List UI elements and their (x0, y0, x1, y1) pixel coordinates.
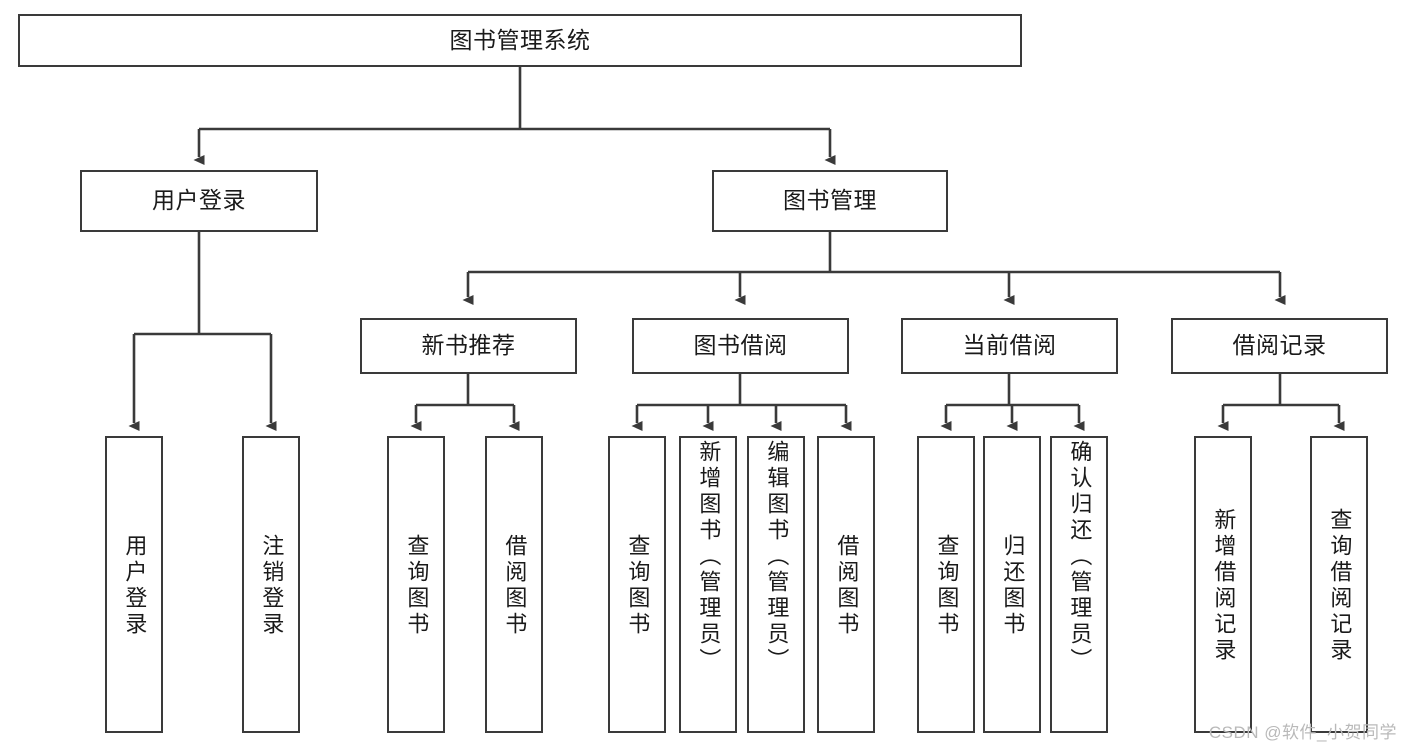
leaf-label: 归还图书 (1000, 533, 1026, 638)
leaf-logout-login[interactable]: 注销登录 (242, 436, 300, 733)
leaf-confirm-return-admin[interactable]: 确认归还（管理员） (1050, 436, 1108, 733)
leaf-borrow-book-recommend[interactable]: 借阅图书 (485, 436, 543, 733)
node-user-login[interactable]: 用户登录 (80, 170, 318, 232)
node-book-management[interactable]: 图书管理 (712, 170, 948, 232)
node-book-borrow[interactable]: 图书借阅 (632, 318, 849, 374)
node-root-book-management-system[interactable]: 图书管理系统 (18, 14, 1022, 67)
node-label: 当前借阅 (962, 332, 1057, 359)
node-current-borrow[interactable]: 当前借阅 (901, 318, 1118, 374)
leaf-label: 借阅图书 (502, 533, 528, 638)
leaf-query-borrow-record[interactable]: 查询借阅记录 (1310, 436, 1368, 733)
leaf-label: 借阅图书 (834, 533, 860, 638)
leaf-user-login[interactable]: 用户登录 (105, 436, 163, 733)
node-label: 图书借阅 (693, 332, 788, 359)
leaf-label: 注销登录 (259, 533, 285, 638)
leaf-label: 用户登录 (122, 533, 148, 638)
leaf-query-book-recommend[interactable]: 查询图书 (387, 436, 445, 733)
leaf-add-borrow-record[interactable]: 新增借阅记录 (1194, 436, 1252, 733)
leaf-label: 查询图书 (625, 533, 651, 638)
node-new-book-recommend[interactable]: 新书推荐 (360, 318, 577, 374)
watermark-text: CSDN @软件_小贺同学 (1208, 723, 1397, 742)
leaf-query-book-borrow[interactable]: 查询图书 (608, 436, 666, 733)
node-borrow-record[interactable]: 借阅记录 (1171, 318, 1388, 374)
node-label: 图书管理系统 (449, 26, 591, 53)
leaf-label: 查询图书 (404, 533, 430, 638)
node-label: 图书管理 (783, 187, 877, 214)
node-label: 用户登录 (152, 187, 246, 214)
leaf-query-book-current[interactable]: 查询图书 (917, 436, 975, 733)
leaf-label: 查询图书 (934, 533, 960, 638)
leaf-return-book[interactable]: 归还图书 (983, 436, 1041, 733)
leaf-label: 确认归还（管理员） (1067, 440, 1093, 674)
leaf-label: 编辑图书（管理员） (764, 440, 790, 674)
leaf-label: 新增图书（管理员） (696, 440, 722, 674)
node-label: 新书推荐 (421, 332, 516, 359)
leaf-label: 新增借阅记录 (1211, 507, 1237, 664)
node-label: 借阅记录 (1232, 332, 1327, 359)
leaf-label: 查询借阅记录 (1327, 507, 1353, 664)
leaf-edit-book-admin[interactable]: 编辑图书（管理员） (747, 436, 805, 733)
leaf-add-book-admin[interactable]: 新增图书（管理员） (679, 436, 737, 733)
leaf-borrow-book[interactable]: 借阅图书 (817, 436, 875, 733)
